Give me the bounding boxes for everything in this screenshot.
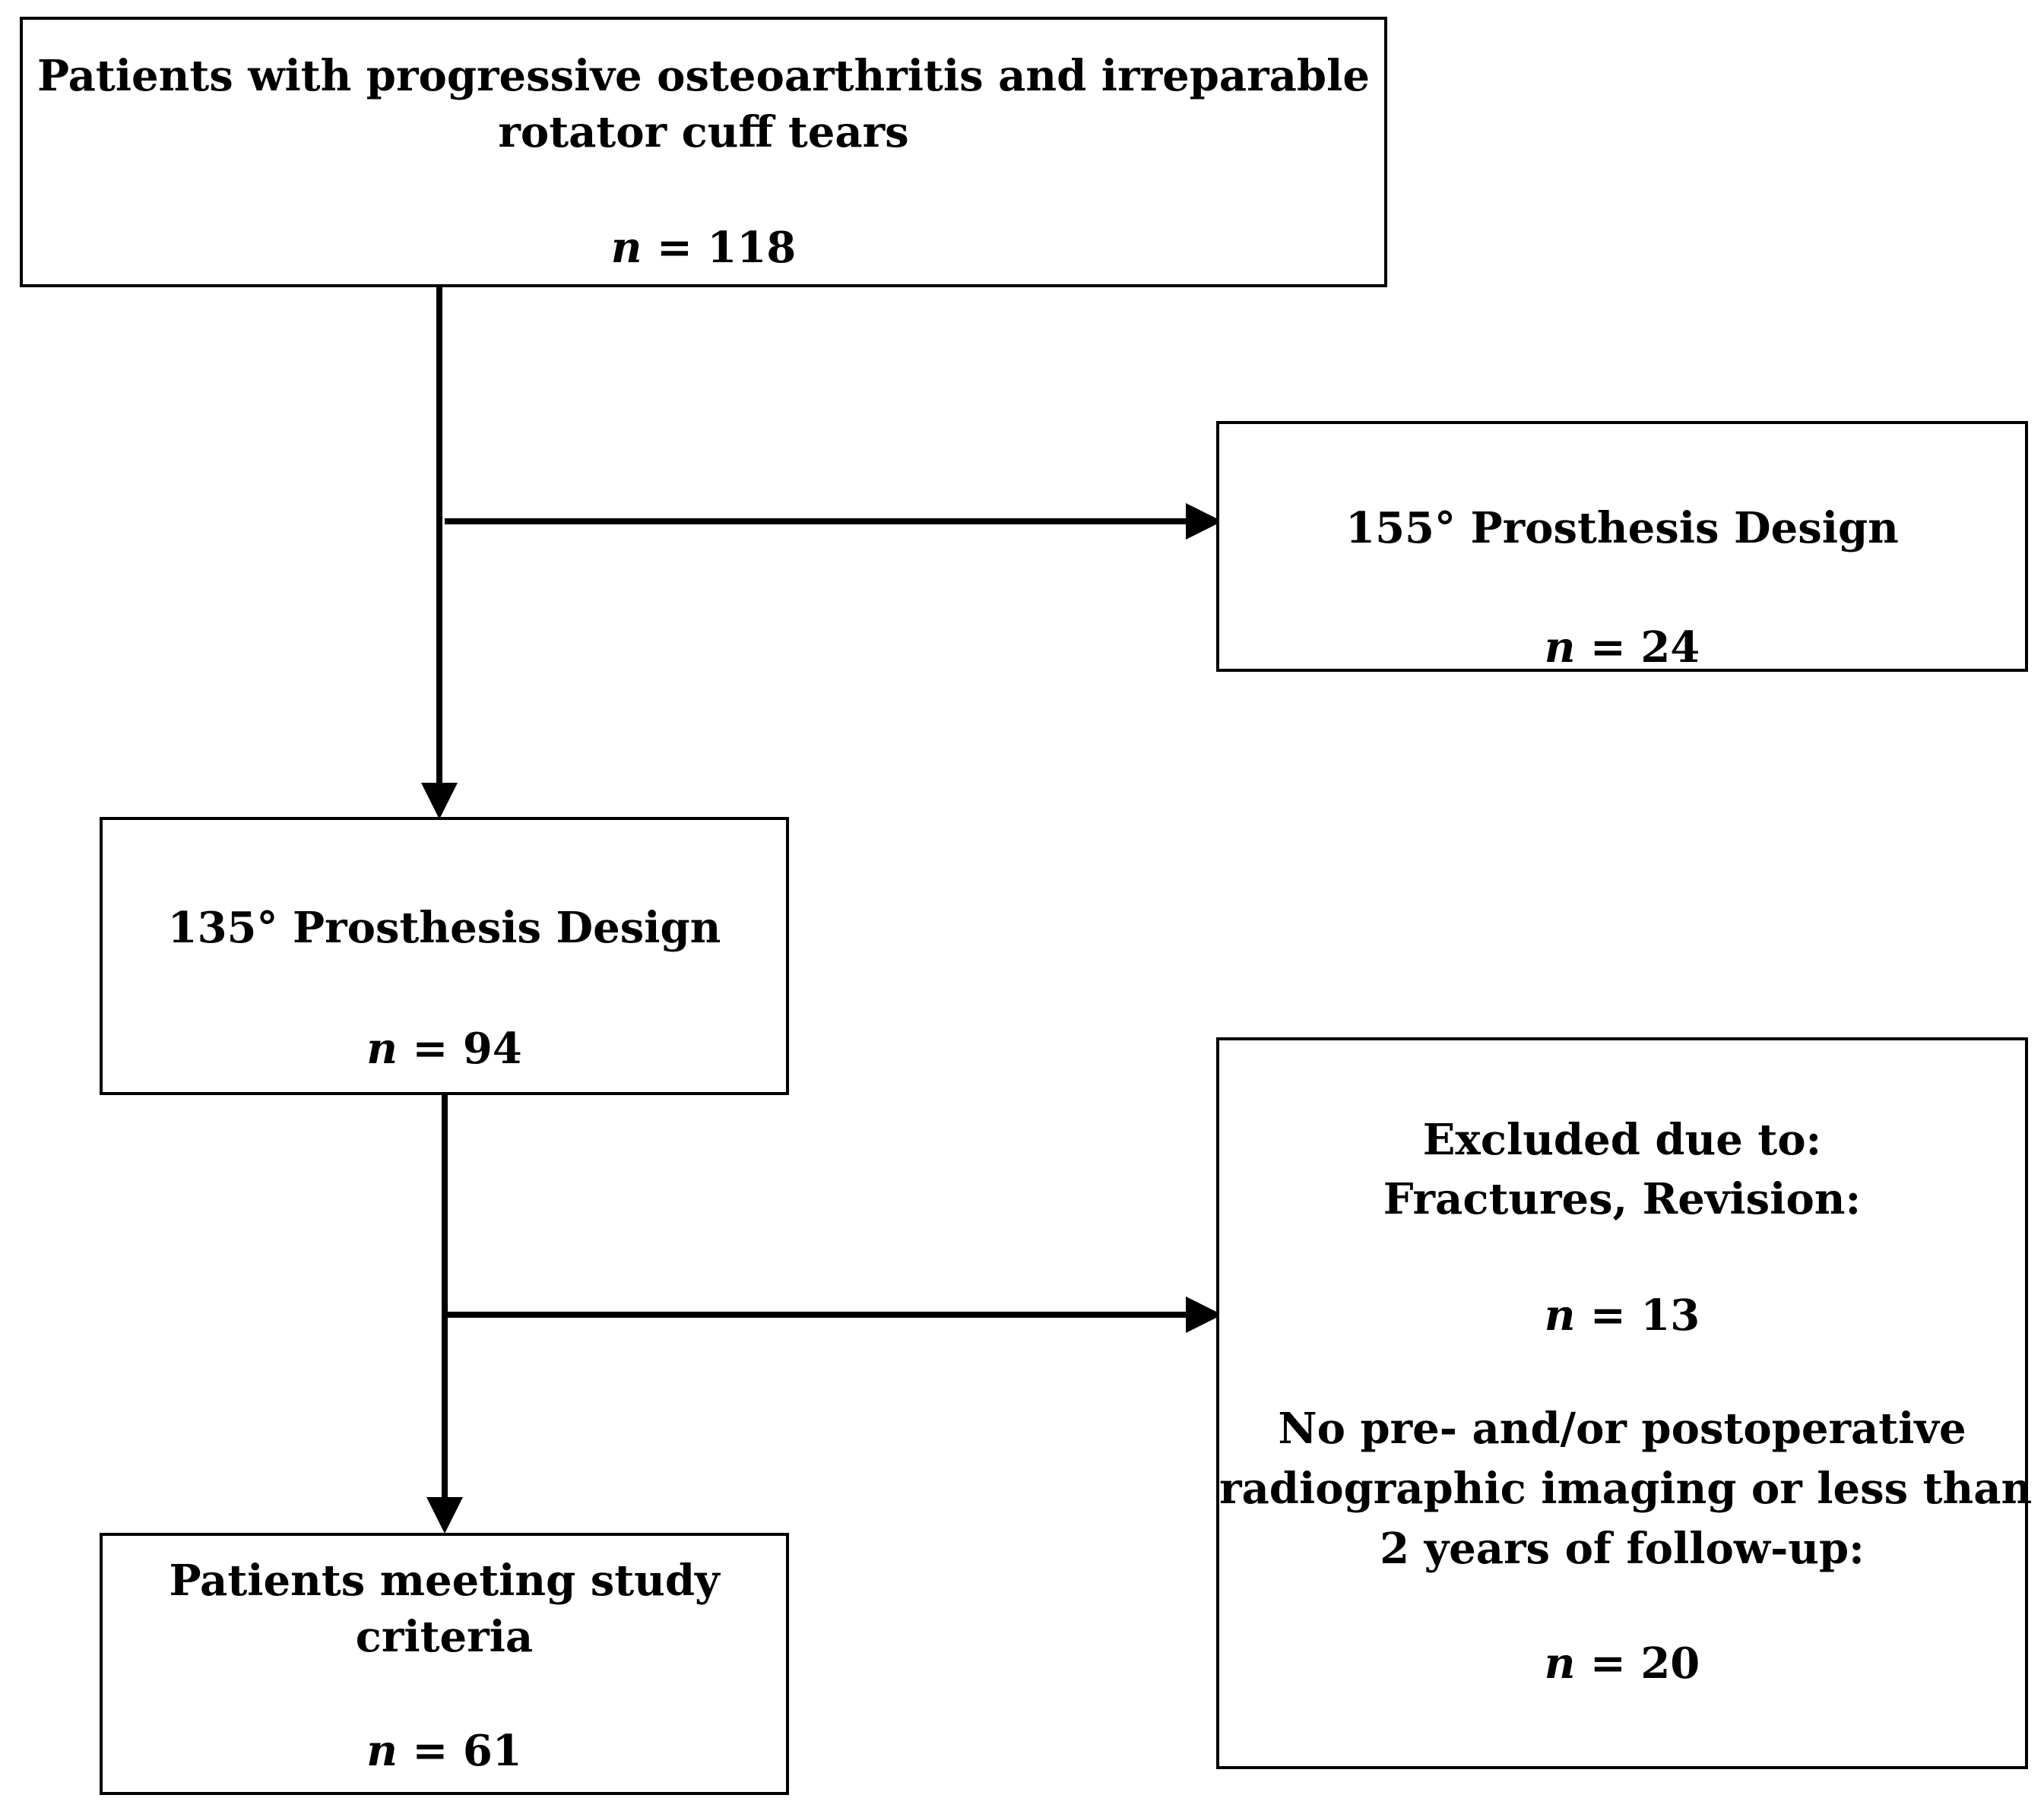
design-135-title: 135° Prosthesis Design — [167, 903, 721, 953]
n-count: = 61 — [412, 1726, 522, 1776]
n-symbol: n — [1544, 1290, 1576, 1341]
initial-cohort-title-line2: rotator cuff tears — [498, 107, 909, 157]
n-count: = 24 — [1589, 622, 1700, 673]
excluded-imaging-n: n = 20 — [1219, 1635, 2025, 1692]
n-symbol: n — [366, 1024, 398, 1074]
final-cohort-box: Patients meeting study criteria n = 61 — [100, 1533, 789, 1795]
n-symbol: n — [1544, 622, 1576, 673]
initial-cohort-n: n = 118 — [23, 220, 1384, 276]
design-155-n: n = 24 — [1219, 619, 2025, 676]
n-count: = 13 — [1589, 1290, 1700, 1341]
n-count: = 118 — [656, 223, 797, 273]
final-cohort-title-line1: Patients meeting study — [169, 1556, 720, 1606]
n-symbol: n — [610, 223, 642, 273]
initial-cohort-box: Patients with progressive osteoarthritis… — [20, 17, 1387, 287]
n-symbol: n — [366, 1726, 398, 1776]
excluded-reason-line2: radiographic imaging or less than — [1219, 1464, 2033, 1514]
excluded-fractures-n: n = 13 — [1219, 1287, 2025, 1344]
n-symbol: n — [1544, 1638, 1576, 1689]
design-155-title: 155° Prosthesis Design — [1345, 503, 1899, 553]
excluded-header-line1: Excluded due to: — [1422, 1115, 1822, 1165]
design-135-box: 135° Prosthesis Design n = 94 — [100, 817, 789, 1095]
excluded-header-line2: Fractures, Revision: — [1383, 1174, 1862, 1224]
final-cohort-title-line2: criteria — [355, 1612, 534, 1662]
excluded-box: Excluded due to: Fractures, Revision: n … — [1216, 1037, 2033, 1769]
initial-cohort-title-line1: Patients with progressive osteoarthritis… — [36, 51, 1370, 101]
excluded-reason-line1: No pre- and/or postoperative — [1278, 1404, 1966, 1454]
design-155-box: 155° Prosthesis Design n = 24 — [1216, 421, 2028, 673]
design-135-n: n = 94 — [103, 1021, 786, 1077]
final-cohort-n: n = 61 — [103, 1723, 786, 1779]
excluded-reason-line3: 2 years of follow-up: — [1380, 1524, 1865, 1574]
n-count: = 20 — [1589, 1638, 1700, 1689]
n-count: = 94 — [412, 1024, 522, 1074]
